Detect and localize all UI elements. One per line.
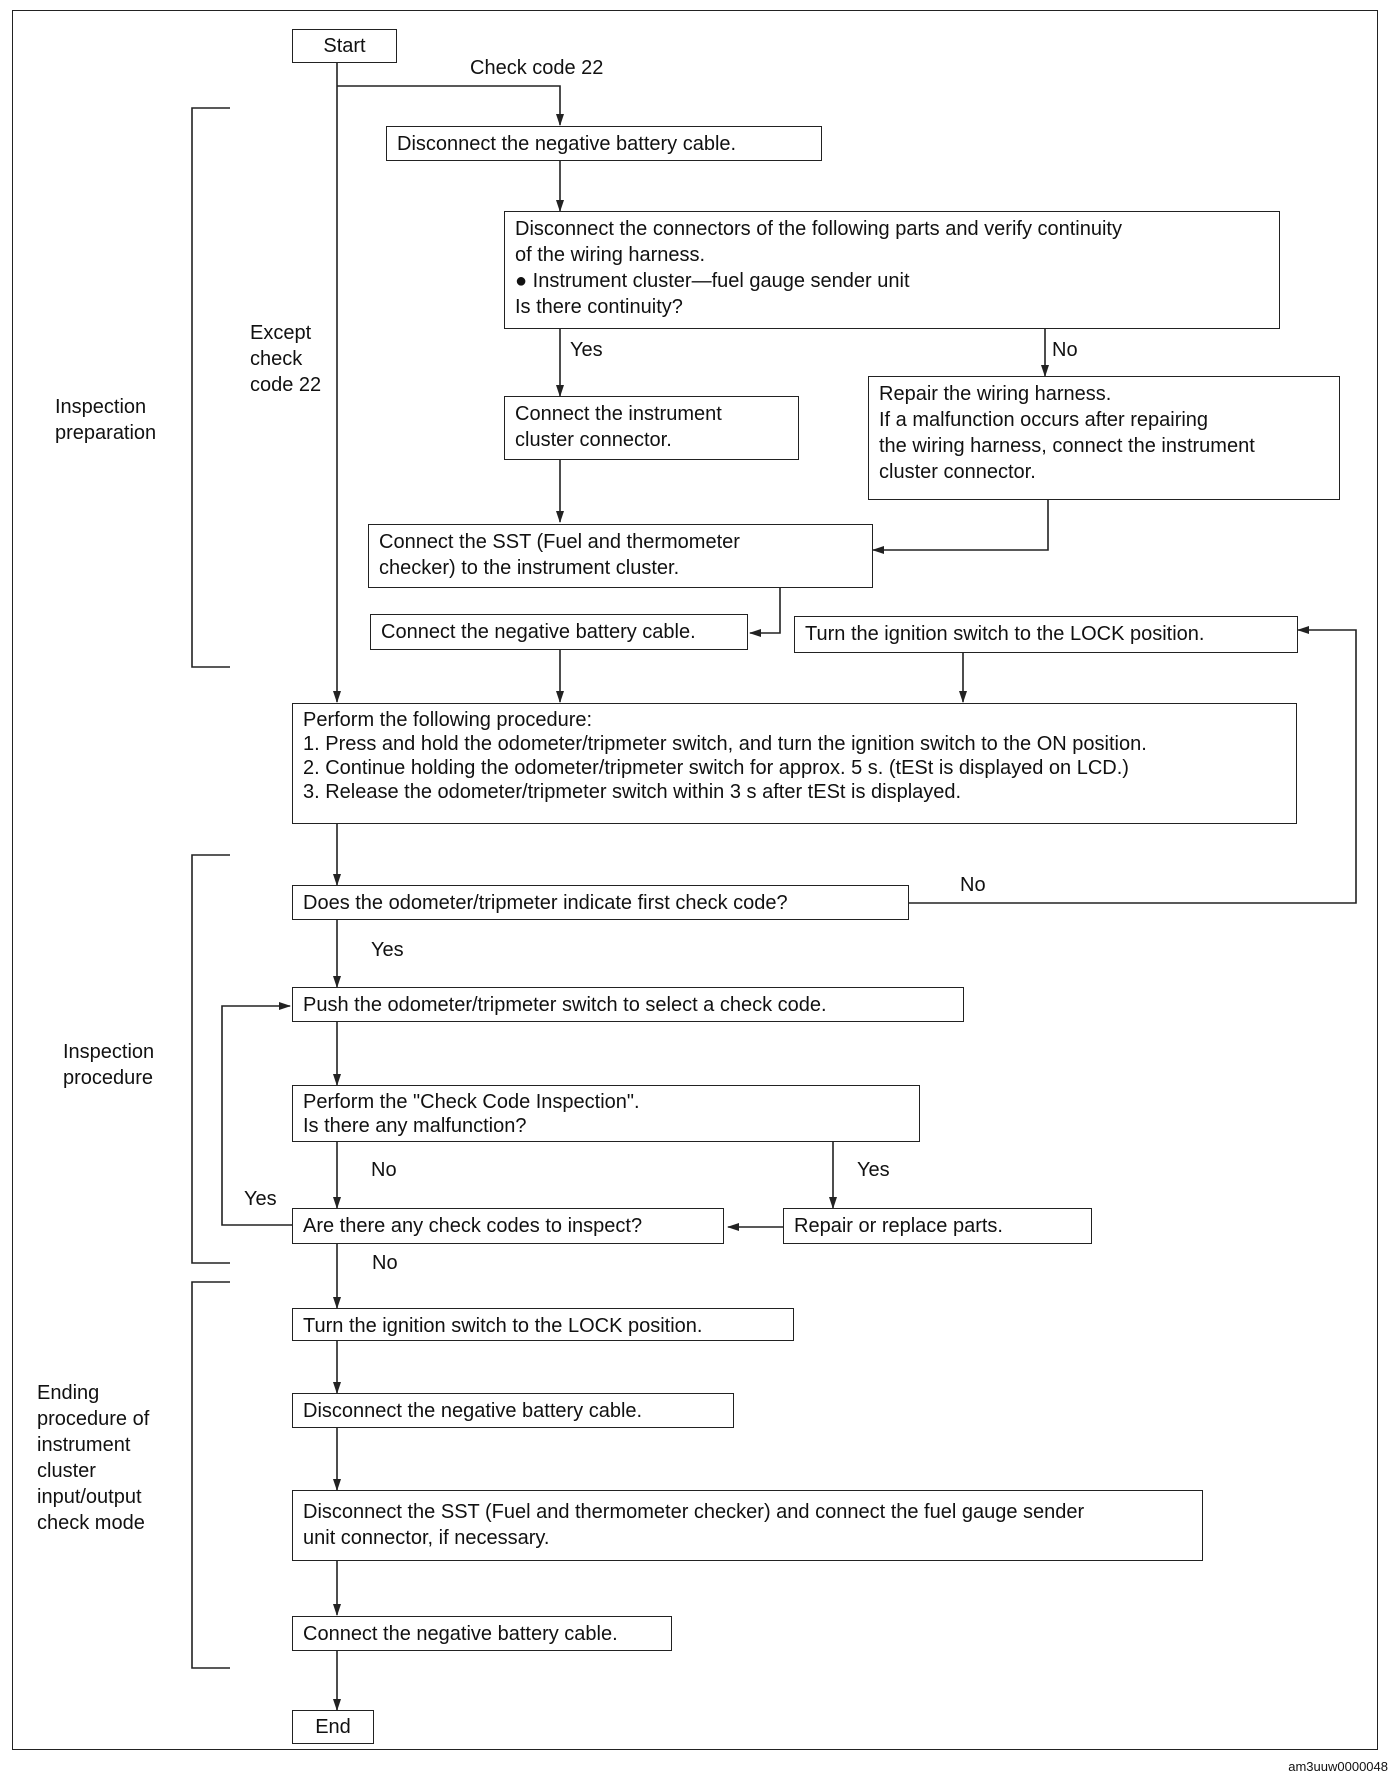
yes-label-more-codes: Yes: [244, 1188, 277, 1210]
yes-label-continuity: Yes: [570, 339, 603, 361]
figure-id: am3uuw0000048: [1288, 1759, 1388, 1774]
disconnect-negative-box: Disconnect the negative battery cable.: [386, 126, 822, 161]
continuity-check-box: Disconnect the connectors of the followi…: [504, 211, 1280, 329]
connect-negative-box: Connect the negative battery cable.: [370, 614, 748, 650]
procedure-box: Perform the following procedure:1. Press…: [292, 703, 1297, 824]
repair-replace-box: Repair or replace parts.: [783, 1208, 1092, 1244]
any-check-codes-box: Are there any check codes to inspect?: [292, 1208, 724, 1244]
no-label-malfunction: No: [371, 1159, 397, 1181]
turn-lock-box-2: Turn the ignition switch to the LOCK pos…: [292, 1308, 794, 1341]
perform-inspection-box: Perform the "Check Code Inspection".Is t…: [292, 1085, 920, 1142]
check-code-22-label: Check code 22: [470, 57, 604, 79]
diagram-frame: [12, 10, 1378, 1750]
disconnect-sst-box: Disconnect the SST (Fuel and thermometer…: [292, 1490, 1203, 1561]
repair-harness-box: Repair the wiring harness.If a malfuncti…: [868, 376, 1340, 500]
edge-sst-to-connect: [749, 588, 781, 637]
yes-label-malfunction: Yes: [857, 1159, 890, 1181]
connect-negative-box-2: Connect the negative battery cable.: [292, 1616, 672, 1651]
edge-first-no: [909, 626, 1357, 904]
bracket-preparation: [191, 107, 230, 668]
bracket-ending: [191, 1281, 230, 1669]
disconnect-negative-box-2: Disconnect the negative battery cable.: [292, 1393, 734, 1428]
edge-any-yes: [221, 1002, 292, 1226]
edge-start-to-code22: [337, 85, 564, 126]
yes-label-first-code: Yes: [371, 939, 404, 961]
start-node: Start: [292, 29, 397, 63]
no-label-first-code: No: [960, 874, 986, 896]
bracket-procedure: [191, 854, 230, 1264]
push-select-box: Push the odometer/tripmeter switch to se…: [292, 987, 964, 1022]
no-label-more-codes: No: [372, 1252, 398, 1274]
first-check-code-box: Does the odometer/tripmeter indicate fir…: [292, 885, 909, 920]
turn-lock-box-1: Turn the ignition switch to the LOCK pos…: [794, 616, 1298, 653]
no-label-continuity: No: [1052, 339, 1078, 361]
end-node: End: [292, 1710, 374, 1744]
edge-repair-to-sst: [872, 500, 1049, 554]
